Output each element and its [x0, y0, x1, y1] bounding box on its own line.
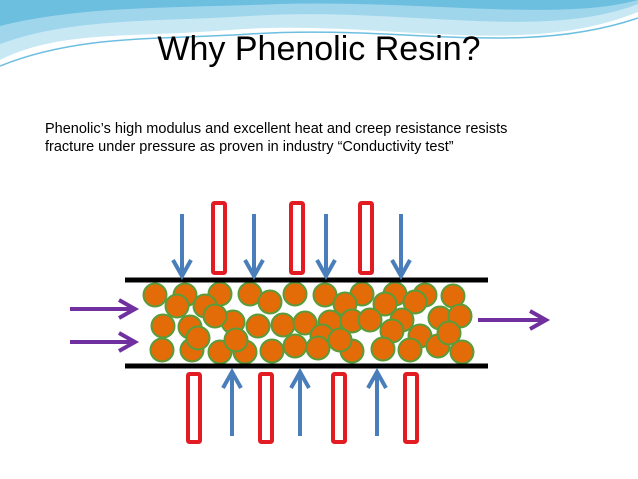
flow-in-arrow — [70, 331, 140, 353]
top-piston — [211, 201, 227, 275]
down-pressure-arrow — [171, 214, 193, 281]
flow-out-arrow — [478, 309, 551, 331]
arrows-group — [70, 214, 551, 436]
down-pressure-arrow-head — [243, 259, 265, 281]
particle — [397, 337, 423, 363]
particle — [372, 291, 398, 317]
particle — [149, 337, 175, 363]
bottom-piston — [403, 372, 419, 444]
up-pressure-arrow — [289, 367, 311, 436]
top-piston — [358, 201, 374, 275]
bottom-piston — [258, 372, 274, 444]
particle — [223, 327, 249, 353]
pistons-group — [186, 201, 419, 444]
bottom-piston — [186, 372, 202, 444]
wave-band-dark — [0, 0, 638, 26]
up-pressure-arrow — [366, 367, 388, 436]
flow-in-arrow-head — [118, 331, 140, 353]
particle — [305, 335, 331, 361]
down-pressure-arrow-head — [390, 259, 412, 281]
particle — [257, 289, 283, 315]
flow-in-arrow — [70, 298, 140, 320]
particle — [202, 303, 228, 329]
body-line-1: Phenolic’s high modulus and excellent he… — [45, 121, 508, 137]
down-pressure-arrow — [315, 214, 337, 281]
particle — [282, 281, 308, 307]
particle — [185, 325, 211, 351]
flow-out-arrow-head — [529, 309, 551, 331]
particle — [259, 338, 285, 364]
wave-line — [0, 17, 638, 67]
down-pressure-arrow — [390, 214, 412, 281]
down-pressure-arrow-head — [315, 259, 337, 281]
down-pressure-arrow — [243, 214, 265, 281]
up-pressure-arrow-head — [366, 367, 388, 389]
pressure-diagram — [70, 201, 551, 444]
particle — [282, 333, 308, 359]
particle — [245, 313, 271, 339]
particle — [370, 336, 396, 362]
wave-band-mid — [0, 0, 638, 44]
slide-title: Why Phenolic Resin? — [157, 30, 481, 68]
down-pressure-arrow-head — [171, 259, 193, 281]
flow-in-arrow-head — [118, 298, 140, 320]
body-line-2: fracture under pressure as proven in ind… — [45, 139, 454, 155]
top-wave-decoration — [0, 0, 638, 67]
particle — [270, 312, 296, 338]
up-pressure-arrow-head — [221, 367, 243, 389]
top-piston — [289, 201, 305, 275]
particle — [436, 320, 462, 346]
particle — [327, 327, 353, 353]
slide-body-text: Phenolic’s high modulus and excellent he… — [45, 120, 605, 156]
up-pressure-arrow — [221, 367, 243, 436]
proppant-particles — [142, 281, 475, 365]
particle — [357, 307, 383, 333]
bottom-piston — [331, 372, 347, 444]
particle — [292, 310, 318, 336]
up-pressure-arrow-head — [289, 367, 311, 389]
particle — [150, 313, 176, 339]
particle — [402, 289, 428, 315]
particle — [164, 293, 190, 319]
particle — [142, 282, 168, 308]
